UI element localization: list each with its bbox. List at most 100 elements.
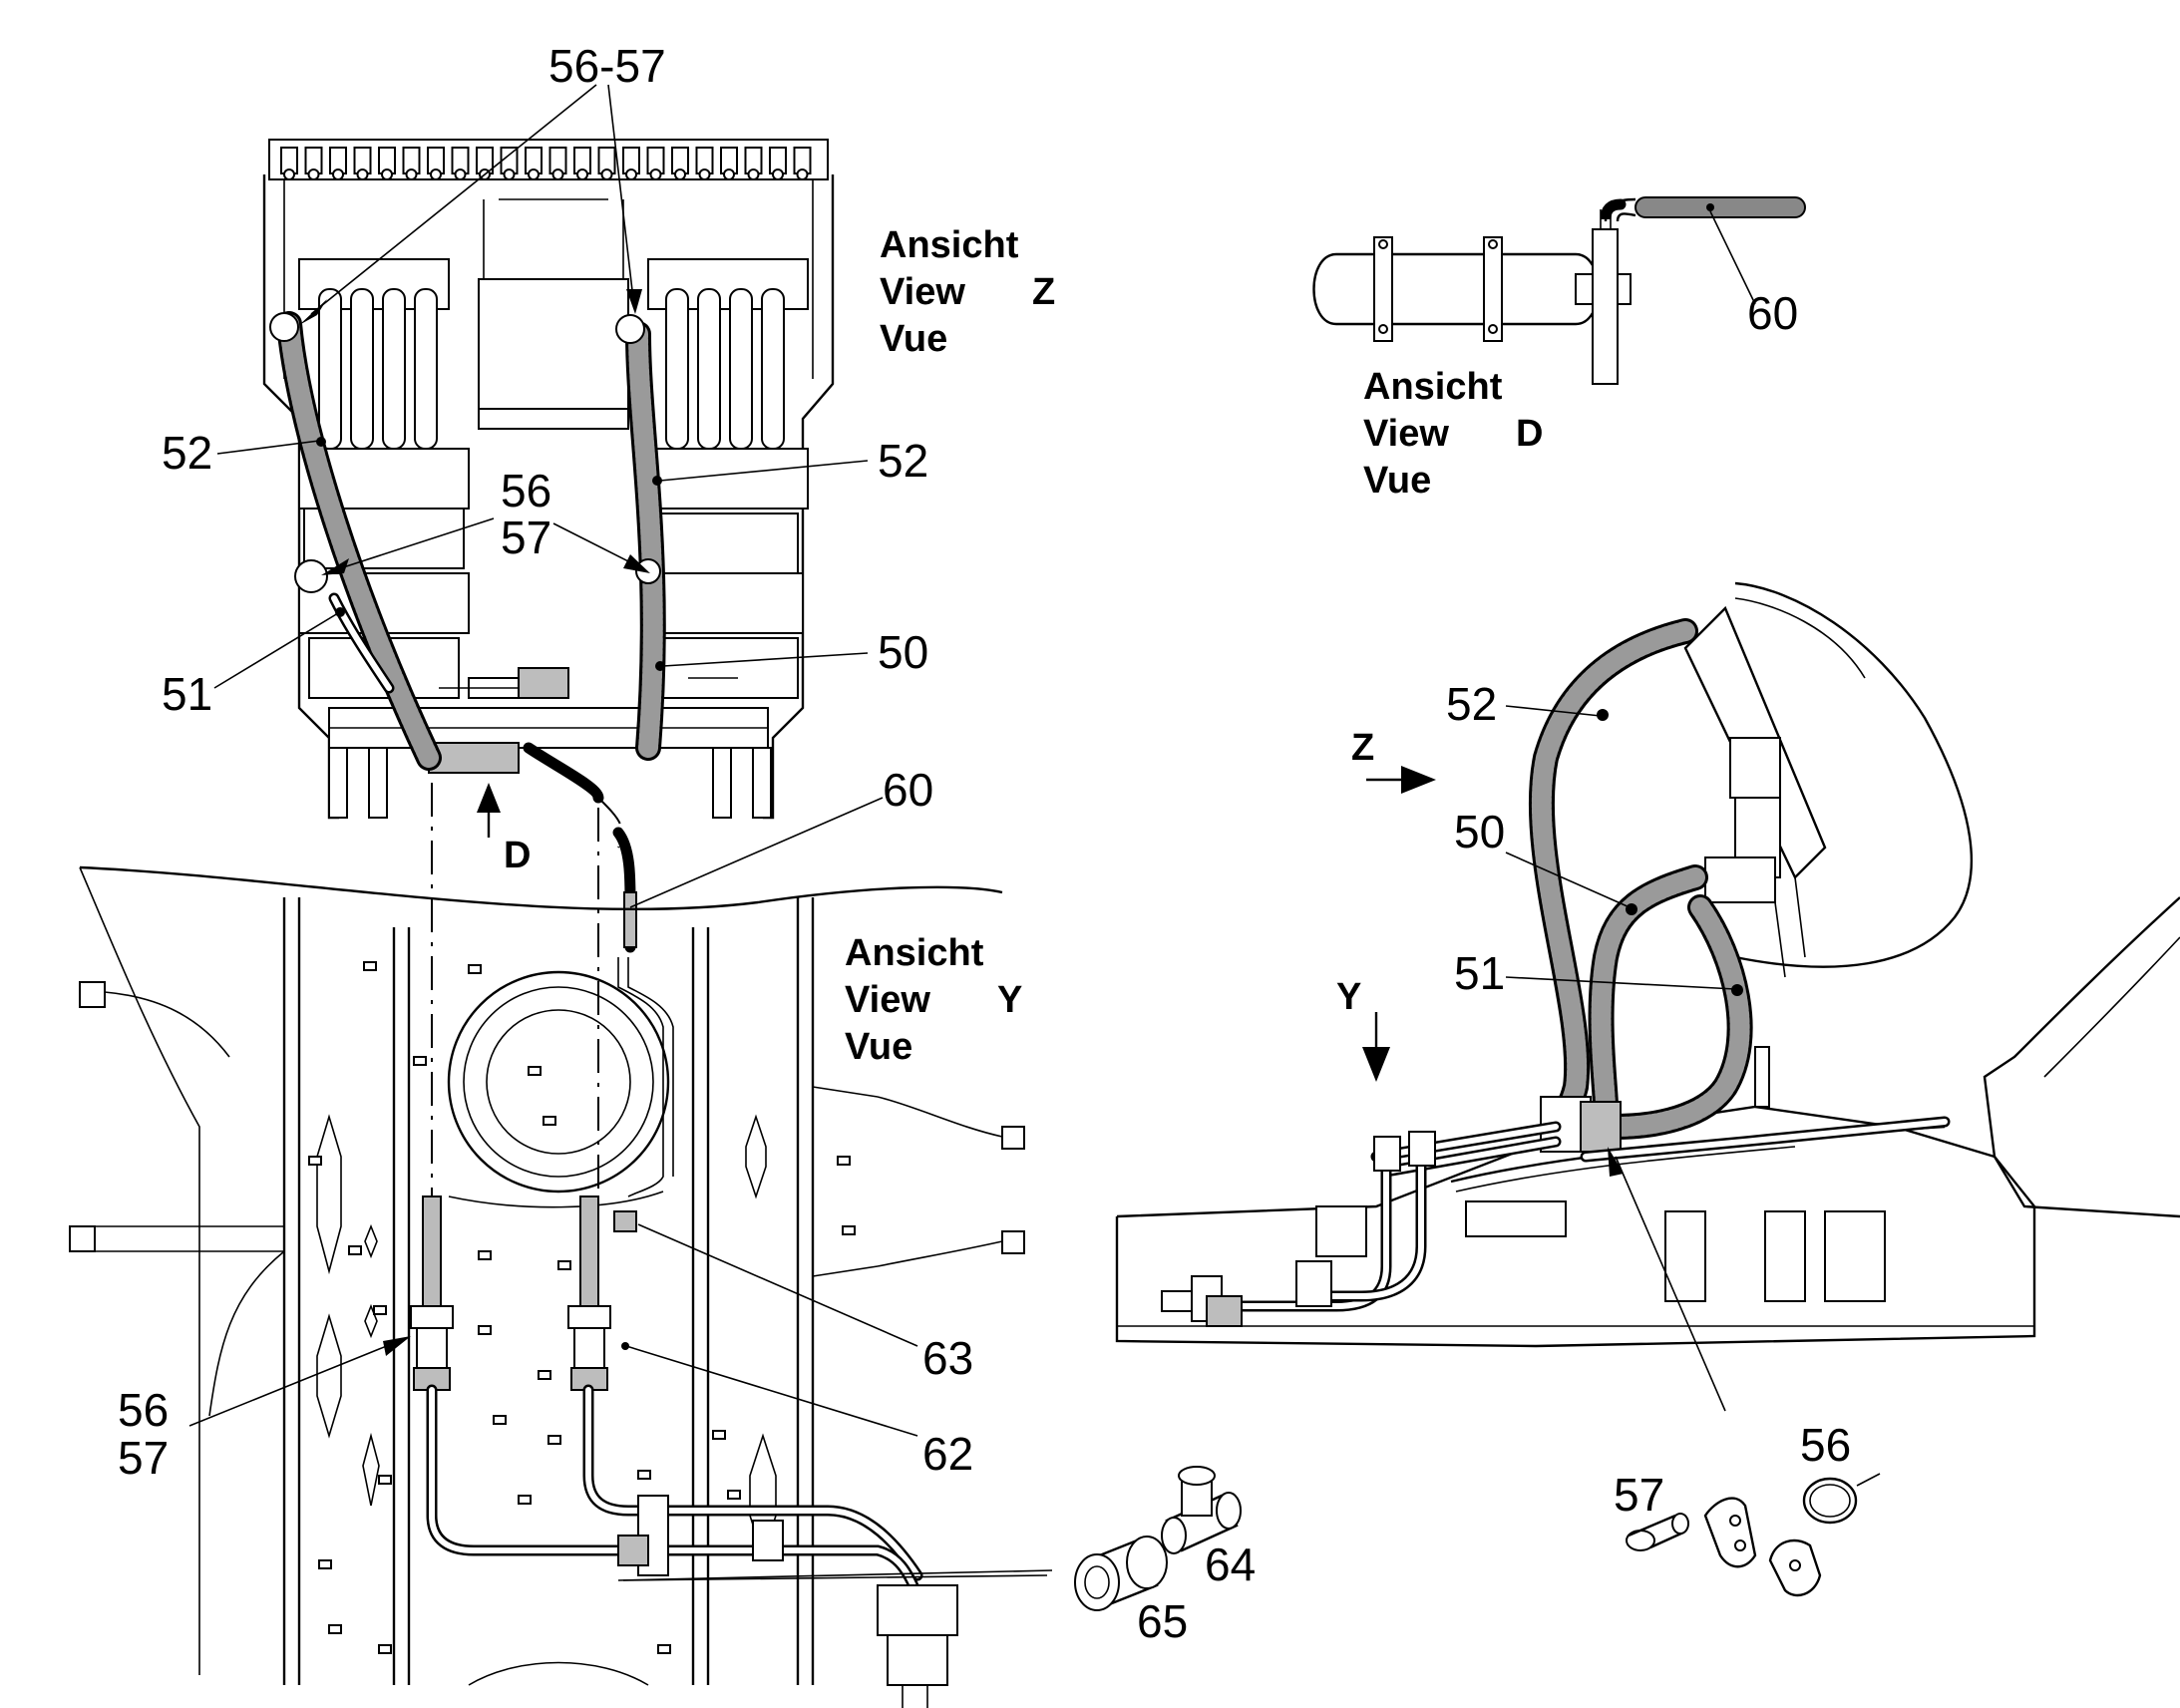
- bolt-marker: [373, 1305, 387, 1315]
- view-d-line1: Ansicht: [1363, 366, 1503, 408]
- bolt-marker: [837, 1156, 851, 1166]
- clamp-63: [613, 1210, 637, 1232]
- bolt-marker: [328, 1624, 342, 1634]
- callout-52-left: 52: [162, 427, 212, 479]
- view-d-accumulator: [1312, 196, 1806, 385]
- view-y-letter-main: Y: [1336, 976, 1361, 1018]
- view-z-valve-assembly: [262, 139, 835, 820]
- solenoid-pin: [698, 169, 711, 180]
- view-d-line2: View: [1363, 413, 1449, 455]
- frame-opening: [447, 970, 670, 1194]
- callout-52-right: 52: [878, 435, 928, 487]
- solenoid-pin: [723, 169, 735, 180]
- callout-60-d: 60: [1747, 287, 1798, 339]
- bolt-marker: [543, 1116, 556, 1126]
- callout-51-main: 51: [1454, 947, 1505, 999]
- bolt-marker: [478, 1250, 492, 1260]
- solenoid-pin: [772, 169, 784, 180]
- bolt-marker: [538, 1370, 551, 1380]
- bolt-marker: [378, 1475, 392, 1485]
- solenoid-pin: [283, 169, 295, 180]
- solenoid-pin: [405, 169, 418, 180]
- view-title-y: Ansicht View Y Vue: [845, 932, 1022, 1068]
- bolt-marker: [657, 1644, 671, 1654]
- frame-bolt-markers: [308, 961, 856, 1654]
- bolt-marker: [478, 1325, 492, 1335]
- bolt-57: [1626, 1513, 1689, 1551]
- callout-64: 64: [1205, 1538, 1256, 1590]
- fitting-65-union: [1074, 1536, 1168, 1611]
- bolt-marker: [637, 1470, 651, 1480]
- callout-50-z: 50: [878, 626, 928, 678]
- callout-52-main: 52: [1446, 678, 1497, 730]
- solenoid-pin: [356, 169, 369, 180]
- solenoid-pin: [625, 169, 637, 180]
- bolt-marker: [468, 964, 482, 974]
- fitting-64-tee: [1161, 1466, 1242, 1554]
- solenoid-pin: [674, 169, 686, 180]
- callout-65: 65: [1137, 1595, 1188, 1647]
- solenoid-pin: [528, 169, 540, 180]
- bolt-marker: [378, 1644, 392, 1654]
- solenoid-pin: [430, 169, 442, 180]
- solenoid-pin: [551, 169, 564, 180]
- main-installation-view: [1115, 581, 2180, 1348]
- bolt-marker: [363, 961, 377, 971]
- view-z-line1: Ansicht: [880, 224, 1019, 266]
- bolt-marker: [557, 1260, 571, 1270]
- bolt-marker: [308, 1156, 322, 1166]
- solenoid-pin: [503, 169, 516, 180]
- callout-56-kit: 56: [1800, 1419, 1851, 1471]
- o-ring-56: [1802, 1477, 1858, 1525]
- view-z-line3: Vue: [880, 318, 947, 360]
- callout-56-bottom: 56: [118, 1384, 169, 1436]
- leader-lines: [188, 84, 1881, 1581]
- bolt-marker: [348, 1245, 362, 1255]
- callout-56-mid: 56: [501, 465, 551, 516]
- callout-labels: 56-57 52 52 56 57 51 50 60 D 60 63 62 56…: [118, 40, 1851, 1647]
- solenoid-pin: [649, 169, 662, 180]
- callout-57-mid: 57: [501, 512, 551, 563]
- bolt-marker: [318, 1559, 332, 1569]
- bolt-marker: [547, 1435, 561, 1445]
- view-d-letter: D: [504, 835, 531, 876]
- view-d-arrow: [477, 783, 501, 838]
- valve-stack-right: [637, 258, 809, 699]
- solenoid-pin: [332, 169, 344, 180]
- view-z-letter: Z: [1032, 271, 1055, 313]
- callout-50-main: 50: [1454, 806, 1505, 857]
- view-d-line3: Vue: [1363, 460, 1431, 502]
- bolt-marker: [518, 1495, 532, 1505]
- solenoid-cap-row: [268, 139, 829, 180]
- view-z-arrow: [1366, 766, 1436, 794]
- view-z-letter-main: Z: [1351, 727, 1374, 769]
- hose-60: [1635, 196, 1806, 218]
- callout-57-kit: 57: [1614, 1469, 1664, 1521]
- view-title-z: Ansicht View Z Vue: [880, 224, 1055, 360]
- callout-57-bottom: 57: [118, 1432, 169, 1484]
- center-plate: [478, 278, 629, 410]
- view-y-frame: [69, 865, 1048, 1708]
- solenoid-pin: [381, 169, 393, 180]
- bolt-marker: [493, 1415, 507, 1425]
- bolt-marker: [712, 1430, 726, 1440]
- callout-63: 63: [922, 1332, 973, 1384]
- view-y-title-letter: Y: [997, 979, 1022, 1021]
- solenoid-pin: [600, 169, 613, 180]
- bolt-marker: [727, 1490, 741, 1500]
- view-z-line2: View: [880, 271, 965, 313]
- callout-51-z: 51: [162, 668, 212, 720]
- solenoid-pin: [747, 169, 760, 180]
- callout-56-57-top: 56-57: [548, 40, 666, 92]
- bolt-marker: [842, 1225, 856, 1235]
- solenoid-pin: [307, 169, 320, 180]
- bolt-marker: [413, 1056, 427, 1066]
- callout-62: 62: [922, 1428, 973, 1480]
- view-y-line3: Vue: [845, 1026, 912, 1068]
- flange-half-56: [1703, 1497, 1822, 1597]
- solenoid-pin: [576, 169, 588, 180]
- view-title-d: Ansicht View D Vue: [1363, 366, 1543, 502]
- solenoid-pin: [796, 169, 809, 180]
